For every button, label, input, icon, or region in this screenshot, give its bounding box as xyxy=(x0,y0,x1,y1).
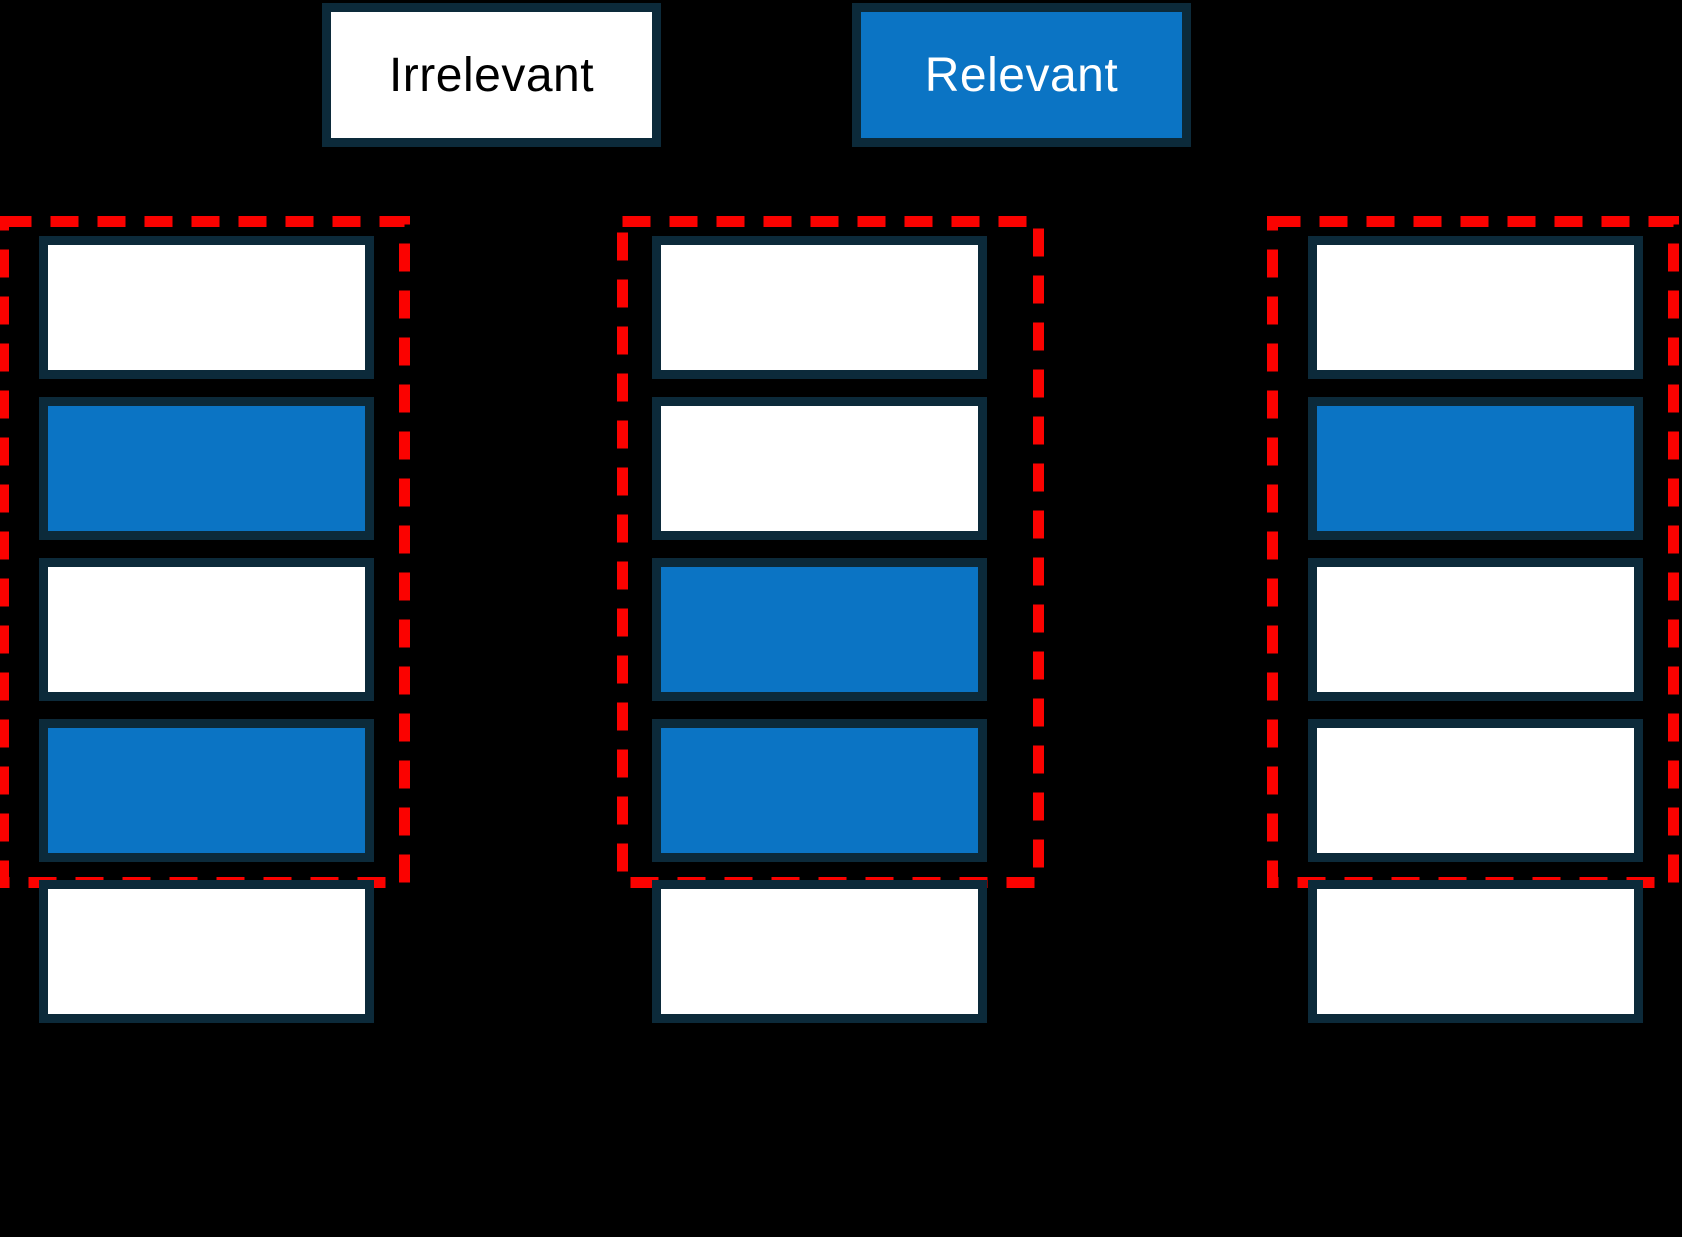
document-stack-2 xyxy=(652,236,987,1041)
document-box-irrelevant xyxy=(652,880,987,1023)
document-box-relevant xyxy=(652,558,987,701)
document-box-relevant xyxy=(39,719,374,862)
legend-relevant-box: Relevant xyxy=(852,3,1191,147)
legend-irrelevant-label: Irrelevant xyxy=(388,48,595,102)
document-box-irrelevant xyxy=(1308,558,1643,701)
document-box-irrelevant xyxy=(39,558,374,701)
document-stack-3 xyxy=(1308,236,1643,1041)
document-box-irrelevant xyxy=(652,236,987,379)
legend-irrelevant-box: Irrelevant xyxy=(322,3,661,147)
document-box-irrelevant xyxy=(39,236,374,379)
legend-relevant-label: Relevant xyxy=(924,48,1119,102)
document-box-relevant xyxy=(39,397,374,540)
document-box-relevant xyxy=(1308,397,1643,540)
document-box-irrelevant xyxy=(39,880,374,1023)
document-box-relevant xyxy=(652,719,987,862)
document-box-irrelevant xyxy=(1308,880,1643,1023)
document-box-irrelevant xyxy=(1308,236,1643,379)
document-box-irrelevant xyxy=(1308,719,1643,862)
document-box-irrelevant xyxy=(652,397,987,540)
document-stack-1 xyxy=(39,236,374,1041)
